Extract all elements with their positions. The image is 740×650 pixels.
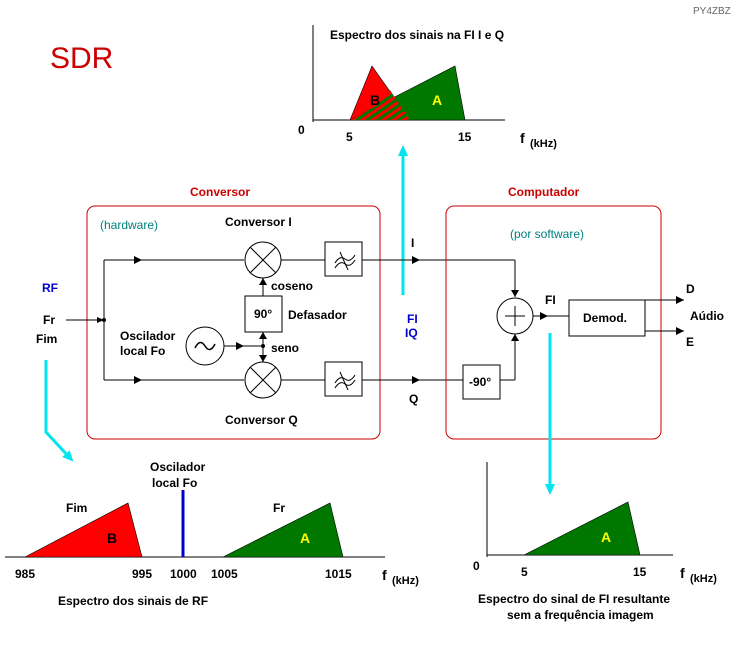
rf-tick-995: 995 bbox=[132, 567, 152, 581]
top-spectrum: Espectro dos sinais na FI I e Q B A 0 5 … bbox=[298, 25, 557, 150]
sine-icon bbox=[194, 341, 216, 351]
software-label: (por software) bbox=[510, 227, 584, 241]
fi-iq-label-1: FI bbox=[407, 312, 418, 326]
fi-tick-15: 15 bbox=[633, 565, 647, 579]
rf-osc-label-2: local Fo bbox=[152, 476, 197, 490]
rf-fr-label: Fr bbox=[273, 501, 285, 515]
computador-region bbox=[445, 205, 662, 440]
fi-label-a: A bbox=[601, 529, 611, 545]
rf-unit-label: (kHz) bbox=[392, 575, 419, 587]
audio-e-label: E bbox=[686, 335, 694, 349]
audio-d-label: D bbox=[686, 282, 695, 296]
mixer-q bbox=[244, 361, 282, 399]
defasador-box bbox=[244, 295, 283, 333]
fi-spectrum: A 0 5 15 f (kHz) Espectro do sinal de FI… bbox=[473, 462, 717, 622]
fi-label: FI bbox=[545, 293, 556, 307]
fi-tick-0: 0 bbox=[473, 559, 480, 573]
rf-label-b: B bbox=[107, 530, 117, 546]
rf-tick-1005: 1005 bbox=[211, 567, 238, 581]
conversor-q-label: Conversor Q bbox=[225, 413, 298, 427]
oscilador-label: Oscilador bbox=[120, 329, 176, 343]
rf-signal-b bbox=[24, 502, 143, 558]
fr-input-label: Fr bbox=[43, 313, 55, 327]
defasador-label: Defasador bbox=[288, 308, 347, 322]
rf-f-label: f bbox=[382, 567, 387, 583]
fi-caption-2: sem a frequência imagem bbox=[507, 608, 654, 622]
rf-tick-1015: 1015 bbox=[325, 567, 352, 581]
rf-label-a: A bbox=[300, 530, 310, 546]
page-title: SDR bbox=[50, 42, 113, 75]
hardware-label: (hardware) bbox=[100, 218, 158, 232]
rf-spectrum-caption: Espectro dos sinais de RF bbox=[58, 594, 208, 608]
minus-90-label: -90° bbox=[469, 375, 491, 389]
i-label: I bbox=[411, 236, 414, 250]
arrow-head bbox=[259, 278, 267, 285]
phase-90-label: 90° bbox=[254, 307, 272, 321]
fi-signal-a bbox=[523, 501, 641, 556]
demod-label: Demod. bbox=[583, 311, 627, 325]
audio-label: Aúdio bbox=[690, 309, 724, 323]
arrow-head bbox=[676, 296, 684, 304]
top-overlap-hatch bbox=[350, 90, 410, 120]
rf-down-arrow bbox=[44, 360, 74, 462]
arrow-head bbox=[412, 256, 420, 264]
top-label-b: B bbox=[370, 92, 380, 108]
top-tick-15: 15 bbox=[458, 130, 472, 144]
local-fo-label: local Fo bbox=[120, 344, 165, 358]
fi-caption-1: Espectro do sinal de FI resultante bbox=[478, 592, 670, 606]
conversor-region bbox=[86, 205, 381, 440]
seno-label: seno bbox=[271, 341, 299, 355]
top-tick-5: 5 bbox=[346, 130, 353, 144]
rf-label: RF bbox=[42, 281, 58, 295]
fi-iq-label-2: IQ bbox=[405, 326, 418, 340]
lowpass-filter-q bbox=[324, 361, 363, 397]
top-label-a: A bbox=[432, 92, 442, 108]
arrow-head bbox=[134, 376, 142, 384]
rf-signal-a bbox=[222, 502, 344, 558]
callsign: PY4ZBZ bbox=[693, 6, 731, 17]
computador-title: Computador bbox=[508, 185, 580, 199]
fim-input-label: Fim bbox=[36, 332, 57, 346]
fi-tick-5: 5 bbox=[521, 565, 528, 579]
arrow-head bbox=[540, 312, 548, 320]
top-tick-0: 0 bbox=[298, 123, 305, 137]
rf-osc-label-1: Oscilador bbox=[150, 460, 206, 474]
demod-box bbox=[568, 299, 646, 337]
fi-f-label: f bbox=[680, 565, 685, 581]
rf-fim-label: Fim bbox=[66, 501, 87, 515]
conversor-i-label: Conversor I bbox=[225, 215, 292, 229]
mixer-i bbox=[244, 241, 282, 279]
minus-90-box bbox=[462, 364, 501, 400]
top-spectrum-title: Espectro dos sinais na FI I e Q bbox=[330, 28, 504, 42]
arrow-head bbox=[236, 342, 244, 350]
arrow-head bbox=[676, 327, 684, 335]
rf-tick-985: 985 bbox=[15, 567, 35, 581]
arrow-head bbox=[134, 256, 142, 264]
top-f-label: f bbox=[520, 130, 525, 146]
summer bbox=[496, 297, 534, 335]
rf-tick-1000: 1000 bbox=[170, 567, 197, 581]
arrow-head bbox=[511, 290, 519, 297]
arrow-head bbox=[259, 332, 267, 339]
arrow-head bbox=[412, 376, 420, 384]
rf-spectrum: B A Fim Fr Oscilador local Fo 985 995 10… bbox=[5, 460, 419, 608]
coseno-label: coseno bbox=[271, 279, 313, 293]
top-unit-label: (kHz) bbox=[530, 138, 557, 150]
fi-unit-label: (kHz) bbox=[690, 573, 717, 585]
arrow-head bbox=[511, 334, 519, 341]
q-label: Q bbox=[409, 392, 418, 406]
arrow-head bbox=[259, 355, 267, 362]
conversor-title: Conversor bbox=[190, 185, 250, 199]
lowpass-filter-i bbox=[324, 241, 363, 277]
